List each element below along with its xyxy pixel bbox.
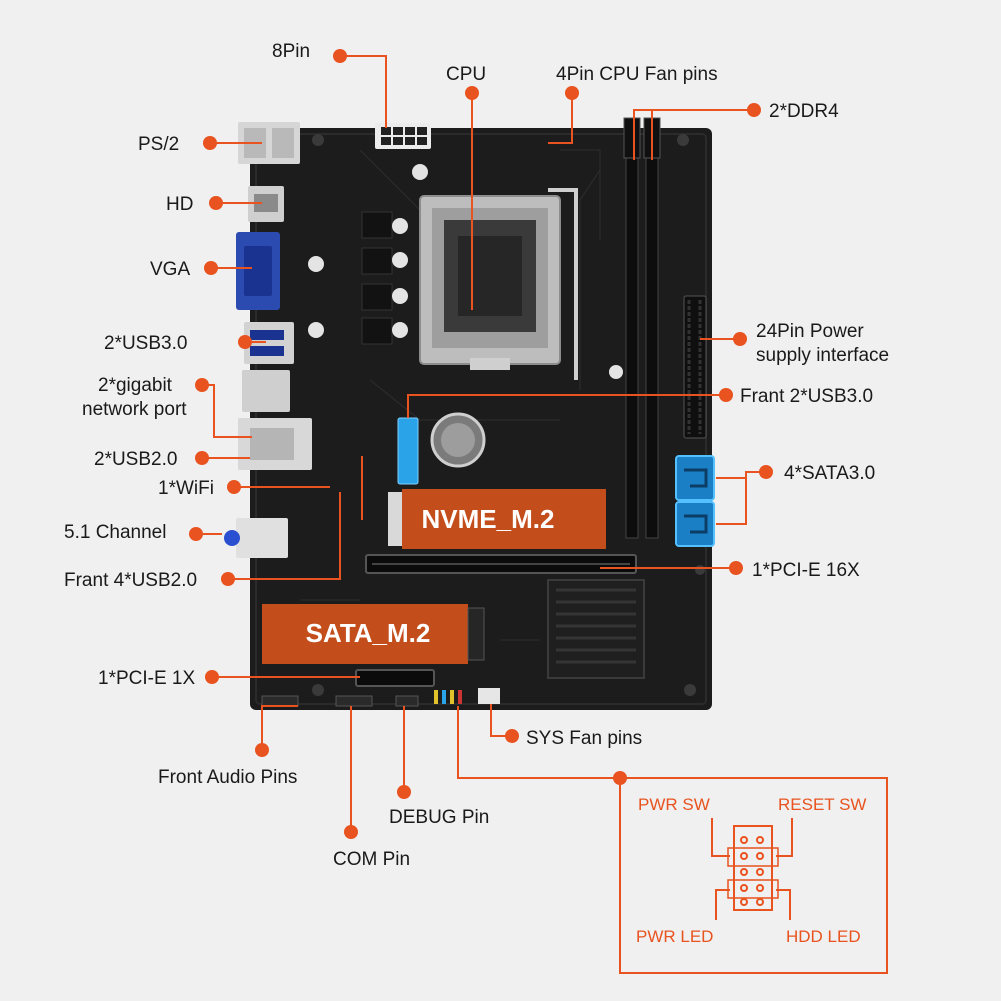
- label-pwr-led: PWR LED: [636, 927, 713, 946]
- sata-port-icon: [675, 455, 715, 547]
- label-usb20: 2*USB2.0: [94, 449, 177, 470]
- label-sys-fan: SYS Fan pins: [526, 728, 642, 749]
- component-labels: 8Pin CPU 4Pin CPU Fan pins 2*DDR4 PS/2 H…: [64, 41, 889, 870]
- chipset-heatsink: [547, 579, 645, 679]
- label-front-audio: Front Audio Pins: [158, 767, 297, 788]
- label-cpu-fan: 4Pin CPU Fan pins: [556, 64, 718, 85]
- label-debug: DEBUG Pin: [389, 807, 489, 828]
- label-gigabit-line1: 2*gigabit: [98, 375, 173, 396]
- label-gigabit-line2: network port: [82, 399, 187, 420]
- nvme-m2-label: NVME_M.2: [422, 504, 555, 534]
- front-usb3-header: [397, 417, 419, 485]
- bottom-headers: [261, 688, 500, 707]
- label-vga: VGA: [150, 259, 190, 280]
- cpu-power-connector: [375, 123, 431, 149]
- label-channel: 5.1 Channel: [64, 522, 166, 543]
- label-front-usb30: Frant 2*USB3.0: [740, 386, 873, 407]
- label-8pin: 8Pin: [272, 41, 310, 62]
- front-panel-header: [733, 825, 773, 911]
- label-usb30: 2*USB3.0: [104, 333, 187, 354]
- cpu-socket-icon: [419, 188, 578, 380]
- label-hd: HD: [166, 194, 193, 215]
- atx-power-connector: [683, 295, 707, 439]
- label-wifi: 1*WiFi: [158, 478, 214, 499]
- label-power-line1: 24Pin Power: [756, 321, 864, 342]
- label-com: COM Pin: [333, 849, 410, 870]
- label-pcie16: 1*PCI-E 16X: [752, 560, 860, 581]
- ram-slot-icon: [623, 117, 661, 539]
- label-ps2: PS/2: [138, 134, 179, 155]
- cmos-battery: [430, 412, 486, 468]
- label-front-usb20: Frant 4*USB2.0: [64, 570, 197, 591]
- pcie-1x-slot: [355, 669, 435, 687]
- sata-m2-slot: SATA_M.2: [262, 604, 485, 664]
- rear-io-ports: [224, 122, 312, 558]
- nvme-m2-slot: NVME_M.2: [388, 489, 606, 549]
- front-panel-inset: PWR SW RESET SW PWR LED HDD LED: [619, 777, 888, 974]
- label-hdd-led: HDD LED: [786, 927, 861, 946]
- leader-lines: [189, 49, 773, 839]
- label-ddr4: 2*DDR4: [769, 101, 839, 122]
- label-sata30: 4*SATA3.0: [784, 463, 875, 484]
- sata-m2-label: SATA_M.2: [306, 618, 431, 648]
- label-power-line2: supply interface: [756, 345, 889, 366]
- label-cpu: CPU: [446, 64, 486, 85]
- label-reset-sw: RESET SW: [778, 795, 866, 814]
- pcie-16x-slot: [365, 554, 637, 574]
- label-pcie1: 1*PCI-E 1X: [98, 668, 195, 689]
- label-pwr-sw: PWR SW: [638, 795, 710, 814]
- vrm-components: [308, 164, 623, 379]
